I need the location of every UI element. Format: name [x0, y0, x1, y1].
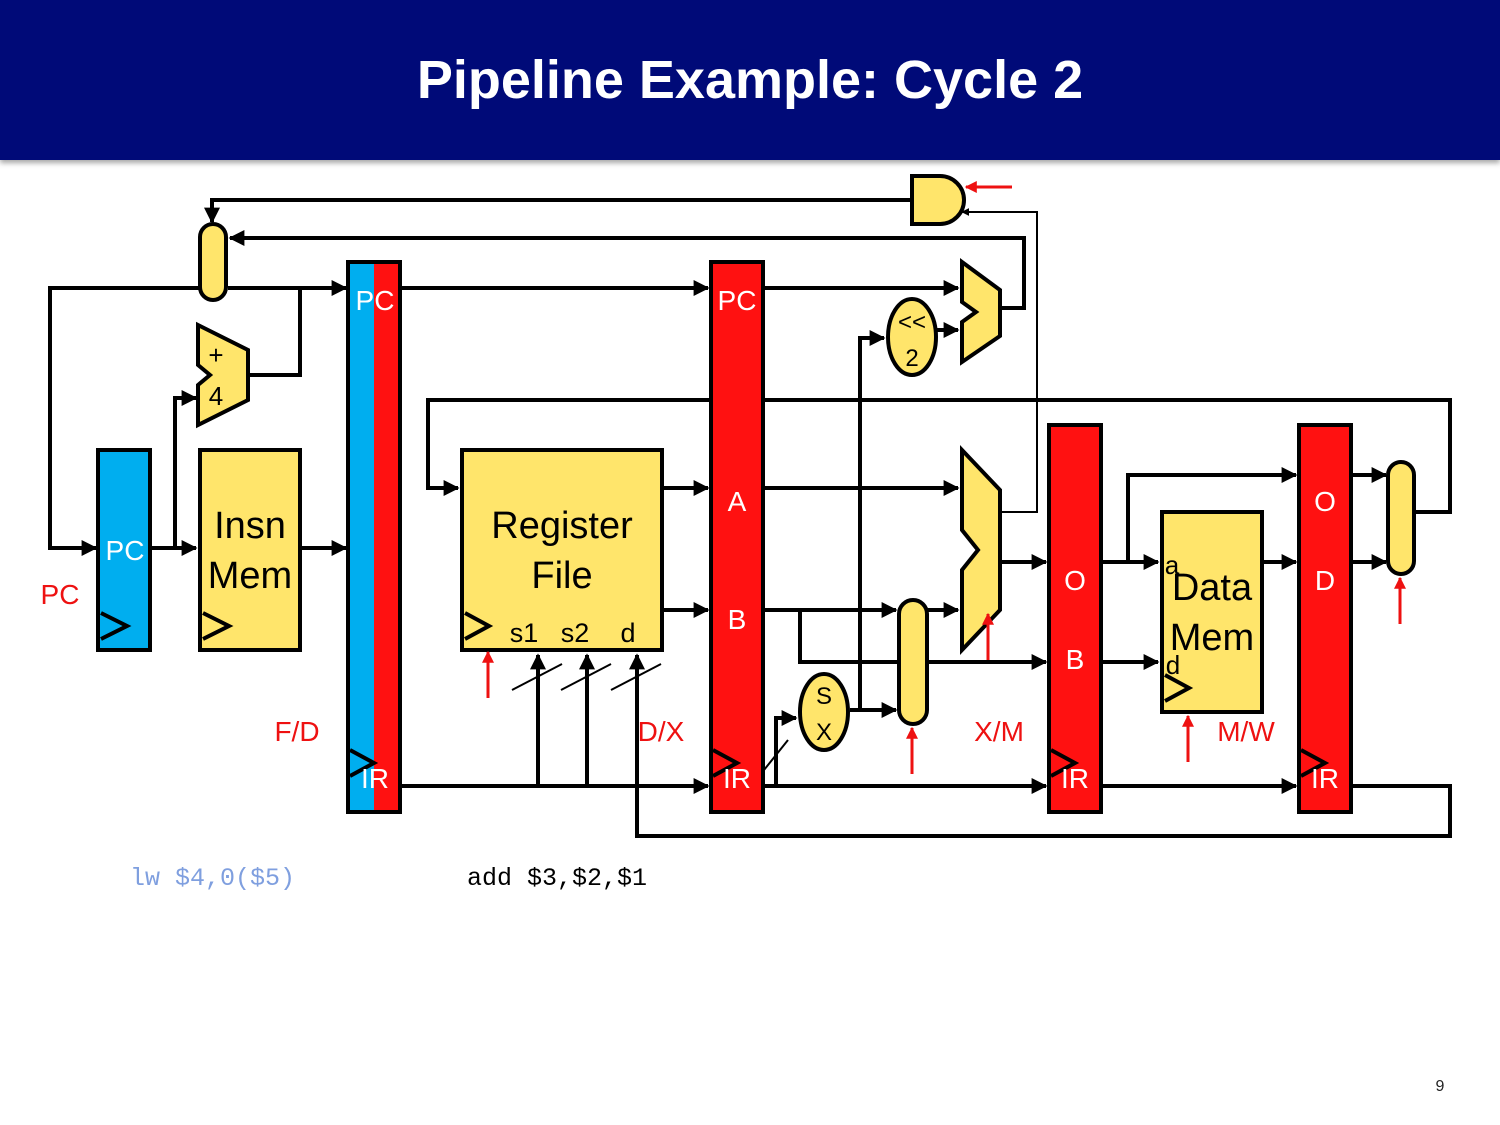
- wire-branch-target: [228, 230, 1026, 310]
- xm-latch-name: X/M: [974, 716, 1024, 747]
- slide-title: Pipeline Example: Cycle 2: [416, 50, 1084, 110]
- mw-latch: [1297, 423, 1353, 814]
- dx-ir-label: IR: [723, 763, 751, 794]
- wire-pc-select: [48, 286, 200, 556]
- insn-mem-label-line1: Insn: [214, 505, 286, 547]
- bus-width-marks: [511, 663, 789, 771]
- alu-input-mux: [897, 598, 929, 726]
- wire-xm-o-to-mw: [1126, 467, 1298, 562]
- datapath-wires: [48, 198, 1452, 838]
- data-mem-label-line1: Data: [1172, 567, 1253, 609]
- regfile-clock-triangle: [464, 611, 494, 641]
- writeback-mux: [1386, 460, 1416, 576]
- xm-latch: [1047, 423, 1103, 814]
- control-signal-arrows: [482, 181, 1406, 774]
- wire-writeback-data: [426, 398, 1452, 514]
- alu-unit: [960, 444, 1002, 656]
- insn-mem-label-line2: Mem: [208, 555, 292, 597]
- wire-writeback-dest: [629, 653, 1452, 838]
- insn-mem-clock-triangle: [202, 611, 234, 641]
- dx-pc-label: PC: [718, 285, 757, 316]
- sign-extend-unit: [798, 672, 850, 752]
- wire-dx-b-to-xm: [798, 610, 1048, 670]
- fd-pc-label: PC: [356, 285, 395, 316]
- branch-target-adder: [960, 258, 1002, 366]
- fd-ir-label: IR: [361, 763, 389, 794]
- regfile-label-line2: File: [531, 555, 592, 597]
- wire-ir-to-sx: [774, 710, 798, 786]
- dx-latch: [709, 260, 765, 814]
- mw-latch-name: M/W: [1217, 716, 1275, 747]
- wire-alu-zero: [961, 208, 1038, 513]
- branch-and-gate: [910, 174, 966, 226]
- title-bar: Pipeline Example: Cycle 2: [0, 0, 1500, 160]
- data-mem-label-line2: Mem: [1170, 617, 1254, 659]
- shift-left-unit: [886, 297, 938, 377]
- sx-label-x: X: [816, 719, 832, 746]
- data-mem-block: [1160, 510, 1264, 714]
- dx-b-label: B: [728, 604, 747, 635]
- wire-branch-taken: [204, 198, 912, 224]
- fd-clock-triangle: [349, 748, 379, 778]
- adder-four-label: 4: [209, 381, 223, 411]
- regfile-port-s1: s1: [510, 618, 539, 648]
- shift-label-op: <<: [898, 309, 926, 336]
- fetch-stage-instruction: lw $4,0($5): [130, 864, 295, 893]
- dx-latch-name: D/X: [638, 716, 685, 747]
- pc-plus4-adder: [196, 321, 250, 429]
- dx-a-label: A: [728, 486, 747, 517]
- regfile-port-s2: s2: [561, 618, 590, 648]
- fd-latch-decode-half: [374, 262, 400, 812]
- wire-pc-to-adder: [173, 390, 198, 548]
- regfile-label-line1: Register: [491, 505, 633, 547]
- xm-b-label: B: [1066, 644, 1085, 675]
- fd-latch-fetch-half: [348, 262, 374, 812]
- dx-clock-triangle: [712, 748, 742, 778]
- page-number: 9: [1435, 1078, 1445, 1095]
- mw-clock-triangle: [1300, 748, 1330, 778]
- pc-clock-triangle: [100, 611, 132, 641]
- register-file-block: [460, 448, 664, 652]
- adder-plus-label: +: [208, 340, 223, 370]
- data-mem-port-a: a: [1165, 550, 1180, 580]
- fd-latch-name: F/D: [274, 716, 319, 747]
- regfile-port-d: d: [620, 618, 635, 648]
- wire-sx-to-shift: [858, 330, 886, 710]
- sx-label-s: S: [816, 683, 832, 710]
- pc-select-mux: [198, 222, 228, 302]
- pc-register-label: PC: [106, 535, 145, 566]
- xm-clock-triangle: [1050, 748, 1080, 778]
- mw-ir-label: IR: [1311, 763, 1339, 794]
- data-mem-clock-triangle: [1164, 673, 1194, 703]
- shift-label-amount: 2: [905, 345, 918, 372]
- insn-mem-block: [198, 448, 302, 652]
- xm-ir-label: IR: [1061, 763, 1089, 794]
- wire-adder-out: [250, 288, 302, 377]
- mw-o-label: O: [1314, 486, 1336, 517]
- mw-d-label: D: [1315, 565, 1335, 596]
- fd-latch-outline: [346, 260, 402, 814]
- pc-side-label: PC: [41, 579, 80, 610]
- data-mem-port-d: d: [1166, 650, 1180, 680]
- decode-stage-instruction: add $3,$2,$1: [467, 864, 647, 893]
- xm-o-label: O: [1064, 565, 1086, 596]
